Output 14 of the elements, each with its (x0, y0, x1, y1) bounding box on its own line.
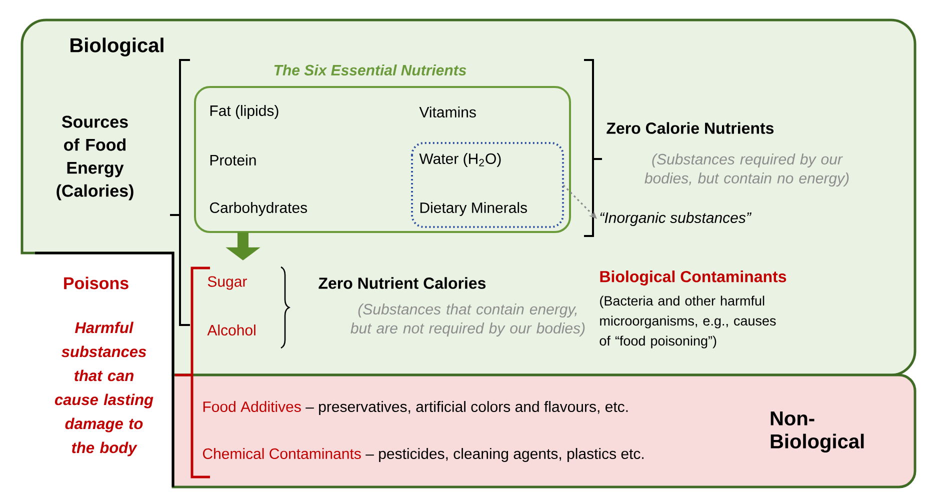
description-text: (Substances that contain energy, but are not required by our bodies) (350, 304, 585, 336)
description-text: (Bacteria and other harmful microorganisms, e.g., causes of “food poisoning”) (600, 296, 776, 348)
heading-text: Sources of Food Energy (Calories) (56, 116, 134, 200)
note-text: “Inorganic substances” (600, 212, 752, 226)
heading-text: Zero Nutrient Calories (318, 277, 486, 289)
heading-text: Poisons (64, 276, 128, 290)
group-box: Water (H$_{2}$O) Dietary Minerals (411, 142, 564, 228)
node-label: The Six Essential Nutrients (274, 64, 466, 76)
description-text: (Substances required by our bodies, but contain no energy) (644, 154, 849, 186)
category-box: Food Additives – preservatives, artificial colors and flavours, etc. Chemical Contaminants – pesticides, cleaning agents, plastics etc. Non-Biological (172, 374, 916, 488)
item-text: Alcohol (207, 324, 256, 336)
heading-text: Zero Calorie Nutrients (606, 122, 774, 134)
item-text: Sugar (208, 276, 247, 290)
heading-text: Biological Contaminants (600, 270, 786, 286)
